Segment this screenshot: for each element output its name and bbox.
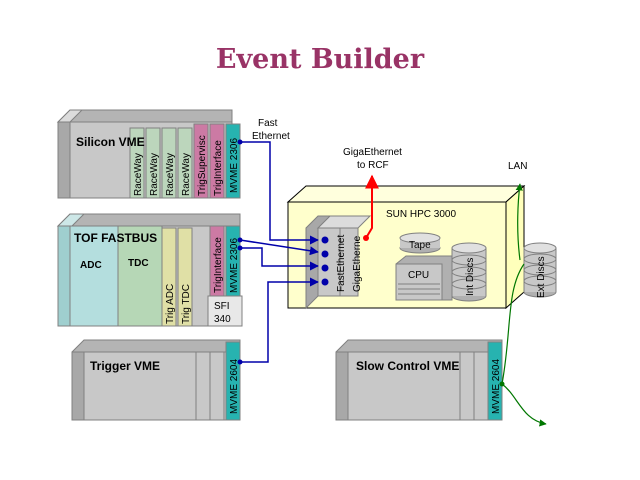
tof-fastbus-crate: TOF FASTBUS ADC TDC Trig ADC Trig TDC Tr… <box>56 213 243 327</box>
trigger-mvme-2604-card <box>225 341 241 421</box>
fast-ethernet-label-line2: Ethernet <box>252 131 290 142</box>
gigaethernet-uplink <box>365 174 379 239</box>
silicon-vme-title: Silicon VME <box>76 135 145 149</box>
lan-downlink <box>501 383 547 427</box>
green-lan-links <box>501 183 547 427</box>
silicon-port-dot <box>237 139 243 145</box>
lan-label: LAN <box>508 161 527 172</box>
gigaethernet-label-line1: GigaEthernet <box>343 147 402 158</box>
fast-ethernet-label-line1: Fast <box>258 118 278 129</box>
silicon-vme-crate: Silicon VME RaceWay RaceWay RaceWay Race… <box>56 109 241 199</box>
ext-discs-label: Ext Discs <box>536 256 547 298</box>
fastethernet-label: FastEthernet <box>336 235 347 292</box>
trigsupervisor-label: TrigSupervisc <box>197 135 208 196</box>
adc-label: ADC <box>80 260 102 271</box>
raceway-label-1: RaceWay <box>133 153 144 196</box>
tof-to-sun-link-1 <box>239 239 319 256</box>
mvme-2306-card <box>225 123 241 199</box>
sun-hpc-3000: SUN HPC 3000 FastEthernet GigaEtherne Ta… <box>286 184 526 310</box>
triginterface-card <box>209 123 225 199</box>
mvme-2306-label: MVME 2306 <box>229 138 240 193</box>
trigger-port-dot <box>237 359 243 365</box>
ethernet-port-1 <box>321 236 329 244</box>
ethernet-port-4 <box>321 278 329 286</box>
tdc-label: TDC <box>128 258 149 269</box>
tof-triginterface-label: TrigInterface <box>213 237 224 293</box>
ethernet-port-2 <box>321 250 329 258</box>
trig-tdc-card <box>177 227 193 327</box>
lan-to-ext-discs-link <box>501 263 525 385</box>
raceway-card-4 <box>177 127 193 199</box>
trigger-to-sun-link <box>240 277 319 363</box>
int-discs-label: Int Discs <box>465 258 476 296</box>
page-title: Event Builder <box>215 44 425 75</box>
ext-discs-stack: Ext Discs <box>523 242 557 298</box>
triginterface-label: TrigInterface <box>213 140 224 196</box>
sfi-label: SFI <box>214 301 230 312</box>
trig-adc-label: Trig ADC <box>165 284 176 324</box>
trig-tdc-label: Trig TDC <box>181 284 192 324</box>
trigger-mvme-2604-label: MVME 2604 <box>229 359 240 414</box>
trigger-vme-crate: Trigger VME MVME 2604 <box>71 339 241 421</box>
ethernet-port-3 <box>321 264 329 272</box>
tof-to-sun-link-2 <box>240 247 319 271</box>
raceway-card-3 <box>161 127 177 199</box>
gigaethernet-label-line2: to RCF <box>357 160 389 171</box>
raceway-label-2: RaceWay <box>149 153 160 196</box>
raceway-card-1 <box>129 127 145 199</box>
raceway-card-2 <box>145 127 161 199</box>
sfi-340-box <box>207 295 243 327</box>
tdc-module <box>117 225 163 327</box>
cpu-unit: CPU <box>395 255 453 301</box>
adc-module <box>69 225 119 327</box>
blue-ethernet-links <box>239 141 319 363</box>
tof-fastbus-title: TOF FASTBUS <box>74 231 157 245</box>
raceway-label-4: RaceWay <box>181 153 192 196</box>
tape-drive: Tape <box>399 232 441 254</box>
gigaethernet-label: GigaEtherne <box>352 235 363 292</box>
sfi-number-label: 340 <box>214 314 231 325</box>
tof-port-dot-2 <box>237 245 243 251</box>
cpu-label: CPU <box>408 270 429 281</box>
tape-label: Tape <box>409 240 431 251</box>
sun-hpc-title: SUN HPC 3000 <box>386 209 456 220</box>
slow-control-mvme-2604-label: MVME 2604 <box>491 359 502 414</box>
trig-adc-card <box>161 227 177 327</box>
slow-control-vme-crate: Slow Control VME MVME 2604 <box>335 339 503 421</box>
trigger-vme-title: Trigger VME <box>90 359 160 373</box>
tof-port-dot-1 <box>237 237 243 243</box>
slow-control-vme-title: Slow Control VME <box>356 359 459 373</box>
tof-mvme-2306-label: MVME 2306 <box>229 238 240 293</box>
raceway-label-3: RaceWay <box>165 153 176 196</box>
trigsupervisor-card <box>193 123 209 199</box>
silicon-to-sun-link <box>240 141 319 245</box>
slow-control-port-dot <box>499 381 505 387</box>
int-discs-stack: Int Discs <box>451 242 487 302</box>
lan-uplink <box>515 183 523 261</box>
